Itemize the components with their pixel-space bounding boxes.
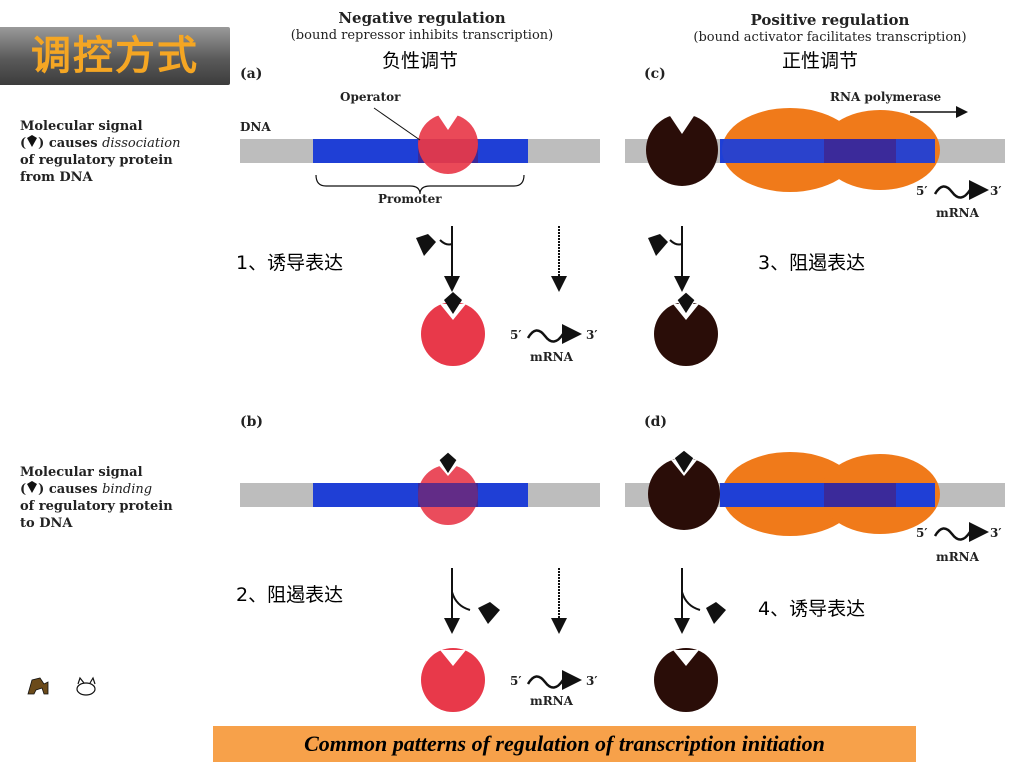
caption: Common patterns of regulation of transcr… [304, 731, 825, 756]
signal-molecule [706, 602, 726, 624]
rna-polymerase [720, 108, 940, 192]
operator-label: Operator [340, 90, 401, 104]
caption-bar [213, 726, 916, 762]
signal-molecule [444, 292, 462, 314]
five-prime-d: 5′ [916, 526, 928, 540]
panel-d-label: (d) [644, 414, 668, 430]
repressor-free [421, 648, 485, 712]
title-badge [0, 27, 230, 85]
activator-released [654, 291, 718, 366]
signal-icon [27, 135, 38, 147]
five-prime-c: 5′ [916, 184, 928, 198]
operator-pointer [373, 107, 421, 141]
case-4-label: 4、诱导表达 [758, 598, 866, 620]
mrna-a [526, 324, 582, 344]
side-text-dissociation: Molecular signal () causes dissociation … [20, 119, 181, 185]
negative-subheading: (bound repressor inhibits transcription) [290, 28, 554, 43]
dog-icon [27, 677, 49, 695]
cat-icon [76, 676, 96, 696]
three-prime-d: 3′ [990, 526, 1002, 540]
promoter-bracket [315, 174, 525, 195]
mrna-b [526, 670, 582, 690]
positive-subheading: (bound activator facilitates transcripti… [693, 30, 967, 45]
dna-label: DNA [240, 120, 271, 134]
panel-d [625, 449, 1005, 712]
repressor-released [421, 292, 485, 366]
signal-molecule [648, 234, 668, 256]
repressor-bound [418, 451, 478, 525]
negative-cn-label: 负性调节 [381, 50, 458, 72]
signal-molecule [416, 234, 436, 256]
side-text-binding: Molecular signal () causes binding of re… [20, 465, 173, 531]
five-prime-a: 5′ [510, 328, 522, 342]
signal-molecule [478, 602, 500, 624]
activator-bound [648, 449, 720, 530]
case-3-label: 3、阻遏表达 [758, 252, 866, 274]
three-prime-a: 3′ [586, 328, 598, 342]
mrna-label-b: mRNA [530, 694, 573, 708]
panel-c-label: (c) [644, 66, 666, 82]
negative-heading: Negative regulation [338, 9, 506, 27]
positive-heading: Positive regulation [750, 11, 910, 29]
mrna-label-c: mRNA [936, 206, 979, 220]
case-1-label: 1、诱导表达 [236, 252, 344, 274]
panel-b [240, 451, 600, 712]
case-2-label: 2、阻遏表达 [236, 584, 344, 606]
signal-icon [27, 481, 38, 493]
page-title: 调控方式 [31, 33, 199, 79]
panel-a [240, 107, 600, 366]
operator-region [824, 483, 896, 507]
five-prime-b: 5′ [510, 674, 522, 688]
panel-a-label: (a) [240, 66, 263, 82]
panel-c [625, 106, 1005, 366]
mrna-c [933, 180, 989, 200]
rna-polymerase-label: RNA polymerase [830, 90, 942, 104]
mrna-label-a: mRNA [530, 350, 573, 364]
three-prime-c: 3′ [990, 184, 1002, 198]
three-prime-b: 3′ [586, 674, 598, 688]
activator-free [654, 648, 718, 712]
repressor-protein [417, 112, 478, 175]
panel-b-label: (b) [240, 414, 264, 430]
mrna-d [933, 522, 989, 542]
activator-protein [646, 113, 718, 186]
mrna-label-d: mRNA [936, 550, 979, 564]
promoter-label: Promoter [378, 192, 442, 206]
positive-cn-label: 正性调节 [781, 50, 858, 72]
